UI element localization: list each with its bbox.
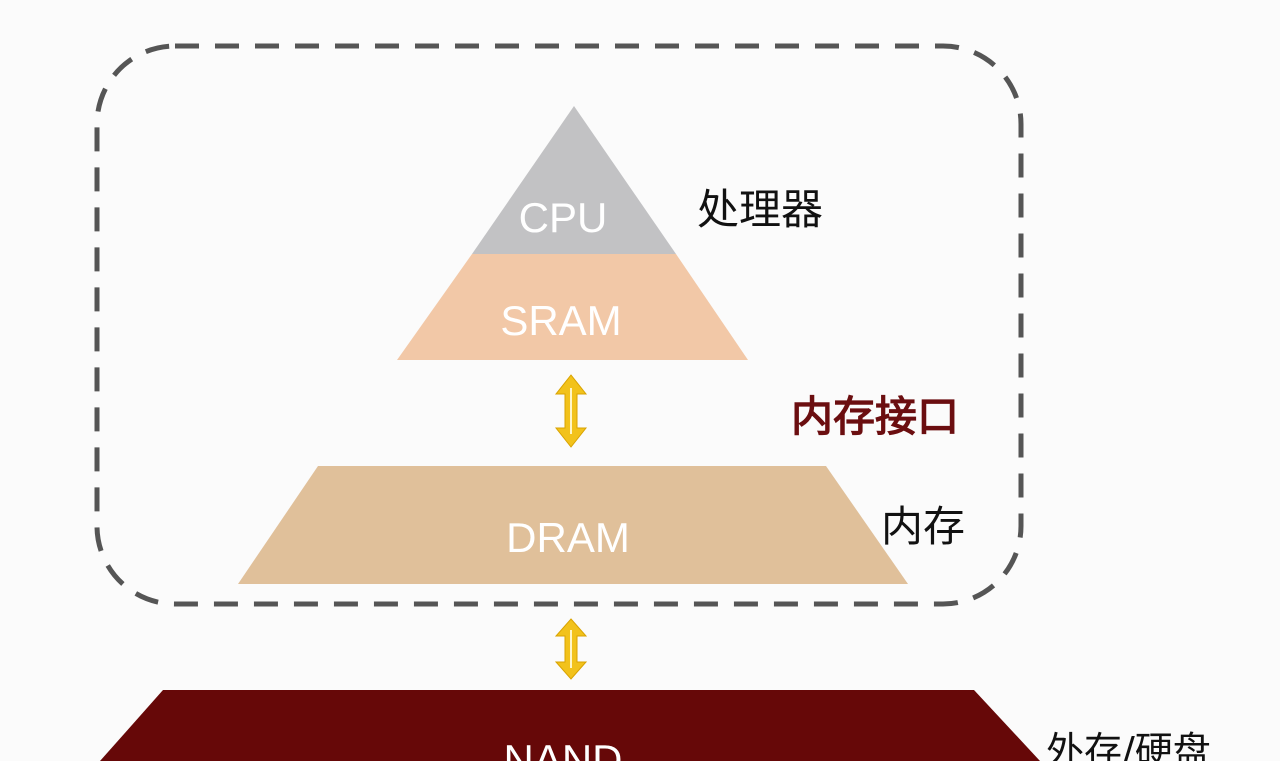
processor-label: 处理器	[697, 185, 824, 234]
nand-level	[100, 690, 1040, 761]
cpu-label: CPU	[519, 194, 608, 241]
dram-label: DRAM	[506, 514, 630, 561]
cpu-level	[472, 106, 676, 254]
memory-label: 内存	[881, 502, 966, 551]
memory-interface-label: 内存接口	[791, 392, 960, 441]
storage-label: 外存/硬盘	[1046, 729, 1211, 761]
dashed-boundary-box	[94, 43, 1024, 607]
sram-level	[397, 254, 748, 360]
nand-label: NAND	[503, 736, 622, 761]
sram-label: SRAM	[500, 297, 621, 344]
dram-level	[238, 466, 908, 584]
double-arrow-icon	[554, 618, 588, 680]
double-arrow-icon	[554, 374, 588, 448]
